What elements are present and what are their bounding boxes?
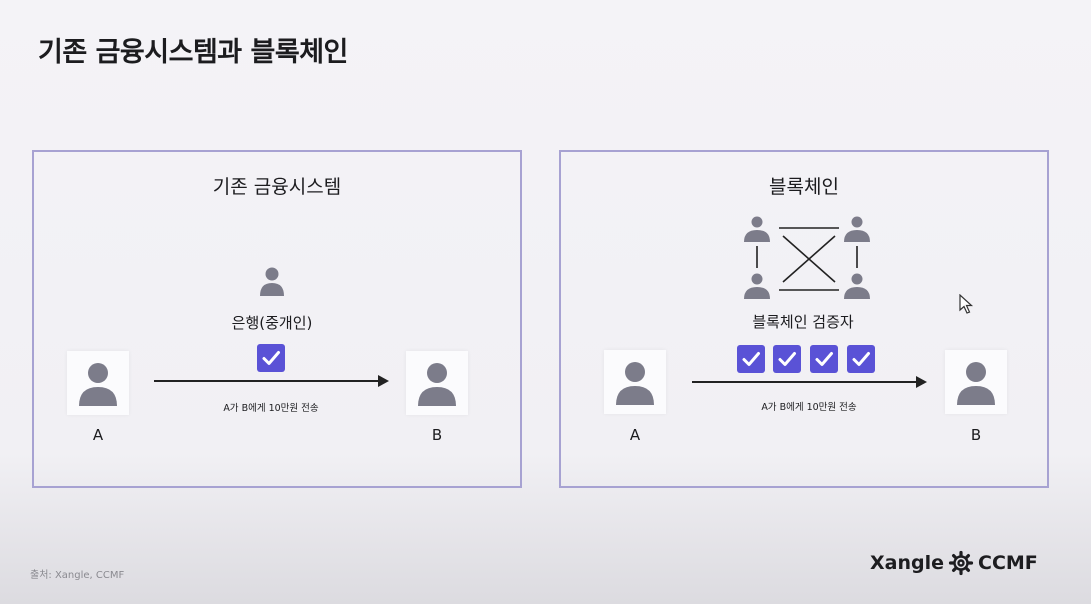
xangle-logo-text: Xangle [870,552,944,574]
sender-avatar [604,350,666,414]
check-icon [773,345,801,373]
check-icon [257,344,285,372]
person-icon [957,362,995,405]
slide-title: 기존 금융시스템과 블록체인 [38,37,348,68]
bank-intermediary-label: 은행(중개인) [231,314,313,332]
sender-avatar [67,351,129,415]
check-icon [847,345,875,373]
panel-title-traditional: 기존 금융시스템 [212,176,342,198]
check-icon [737,345,765,373]
transfer-arrow [692,376,927,388]
traditional-finance-panel: 기존 금융시스템 은행(중개인) A A가 B에게 10만원 전송 B [32,150,522,488]
ccmf-logo-text: CCMF [978,552,1038,574]
transfer-caption: A가 B에게 10만원 전송 [761,402,857,413]
transfer-arrow [154,375,389,387]
bank-person-icon [260,267,284,296]
source-note: 출처: Xangle, CCMF [30,570,125,581]
blockchain-panel: 블록체인 블록체인 검증자 A A가 B에게 10만원 전송 B [559,150,1049,488]
transfer-caption: A가 B에게 10만원 전송 [223,403,319,414]
mouse-cursor-icon [959,294,974,314]
gear-icon [948,550,974,576]
person-icon [79,363,117,406]
check-icon [810,345,838,373]
validators-label: 블록체인 검증자 [752,313,854,331]
receiver-label: B [431,426,443,444]
person-icon [418,363,456,406]
panel-title-blockchain: 블록체인 [769,176,839,198]
person-icon [616,362,654,405]
sender-label: A [629,426,641,444]
sender-label: A [92,426,104,444]
receiver-avatar [945,350,1007,414]
receiver-avatar [406,351,468,415]
validator-network-icon [744,216,870,299]
receiver-label: B [970,426,982,444]
brand-logo: Xangle CCMF [870,550,1038,576]
